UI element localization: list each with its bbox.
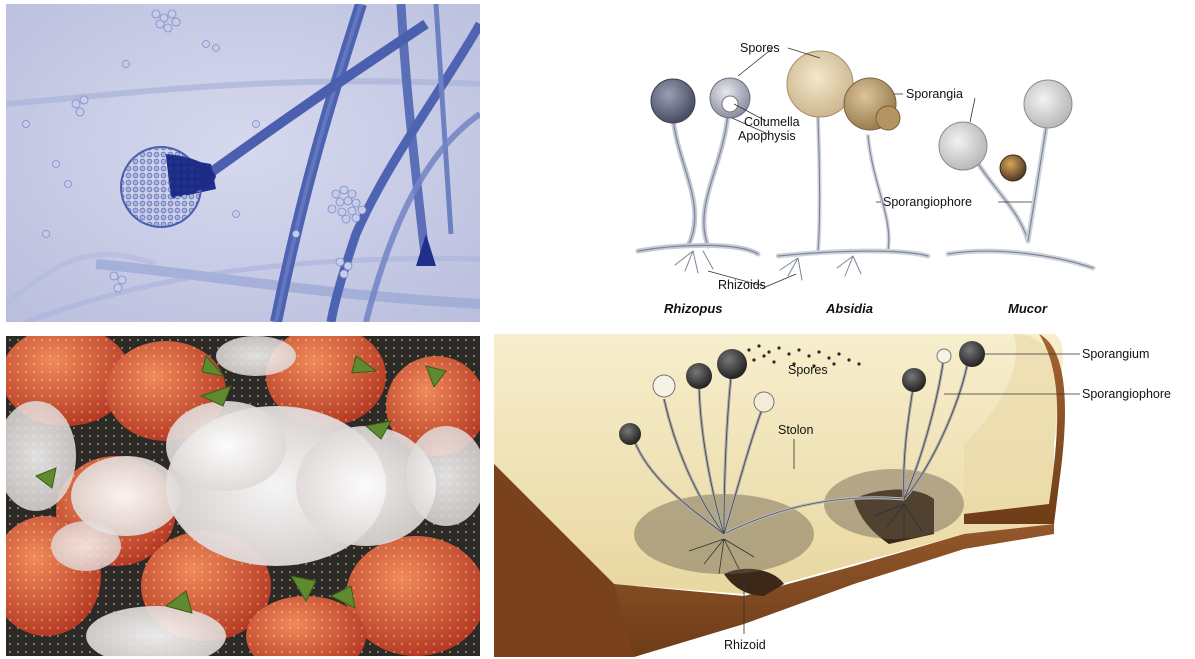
moldy-strawberries-panel	[6, 336, 480, 656]
label-columella: Columella	[744, 115, 800, 129]
bread-mold-illustration: Spores Sporangium Sporangiophore Stolon …	[494, 334, 1195, 657]
label-sporangia: Sporangia	[906, 87, 963, 101]
label-spores: Spores	[740, 41, 780, 55]
label-genus-rhizopus: Rhizopus	[664, 301, 723, 316]
label-sporangium: Sporangium	[1082, 347, 1149, 361]
moldy-strawberries-photo	[6, 336, 480, 656]
label-spores-bread: Spores	[788, 363, 828, 377]
label-genus-absidia: Absidia	[825, 301, 873, 316]
label-sporangiophore: Sporangiophore	[883, 195, 972, 209]
label-rhizoids: Rhizoids	[718, 278, 766, 292]
micrograph-panel	[6, 4, 480, 322]
label-sporangiophore-bread: Sporangiophore	[1082, 387, 1171, 401]
label-stolon: Stolon	[778, 423, 813, 437]
label-rhizoid: Rhizoid	[724, 638, 766, 652]
genera-diagram: Spores Columella Apophysis Sporangia Spo…	[598, 6, 1195, 326]
genera-diagram-panel: Spores Columella Apophysis Sporangia Spo…	[598, 6, 1195, 326]
label-apophysis: Apophysis	[738, 129, 796, 143]
micrograph-image	[6, 4, 480, 322]
label-genus-mucor: Mucor	[1008, 301, 1048, 316]
bread-mold-panel: Spores Sporangium Sporangiophore Stolon …	[494, 334, 1195, 657]
